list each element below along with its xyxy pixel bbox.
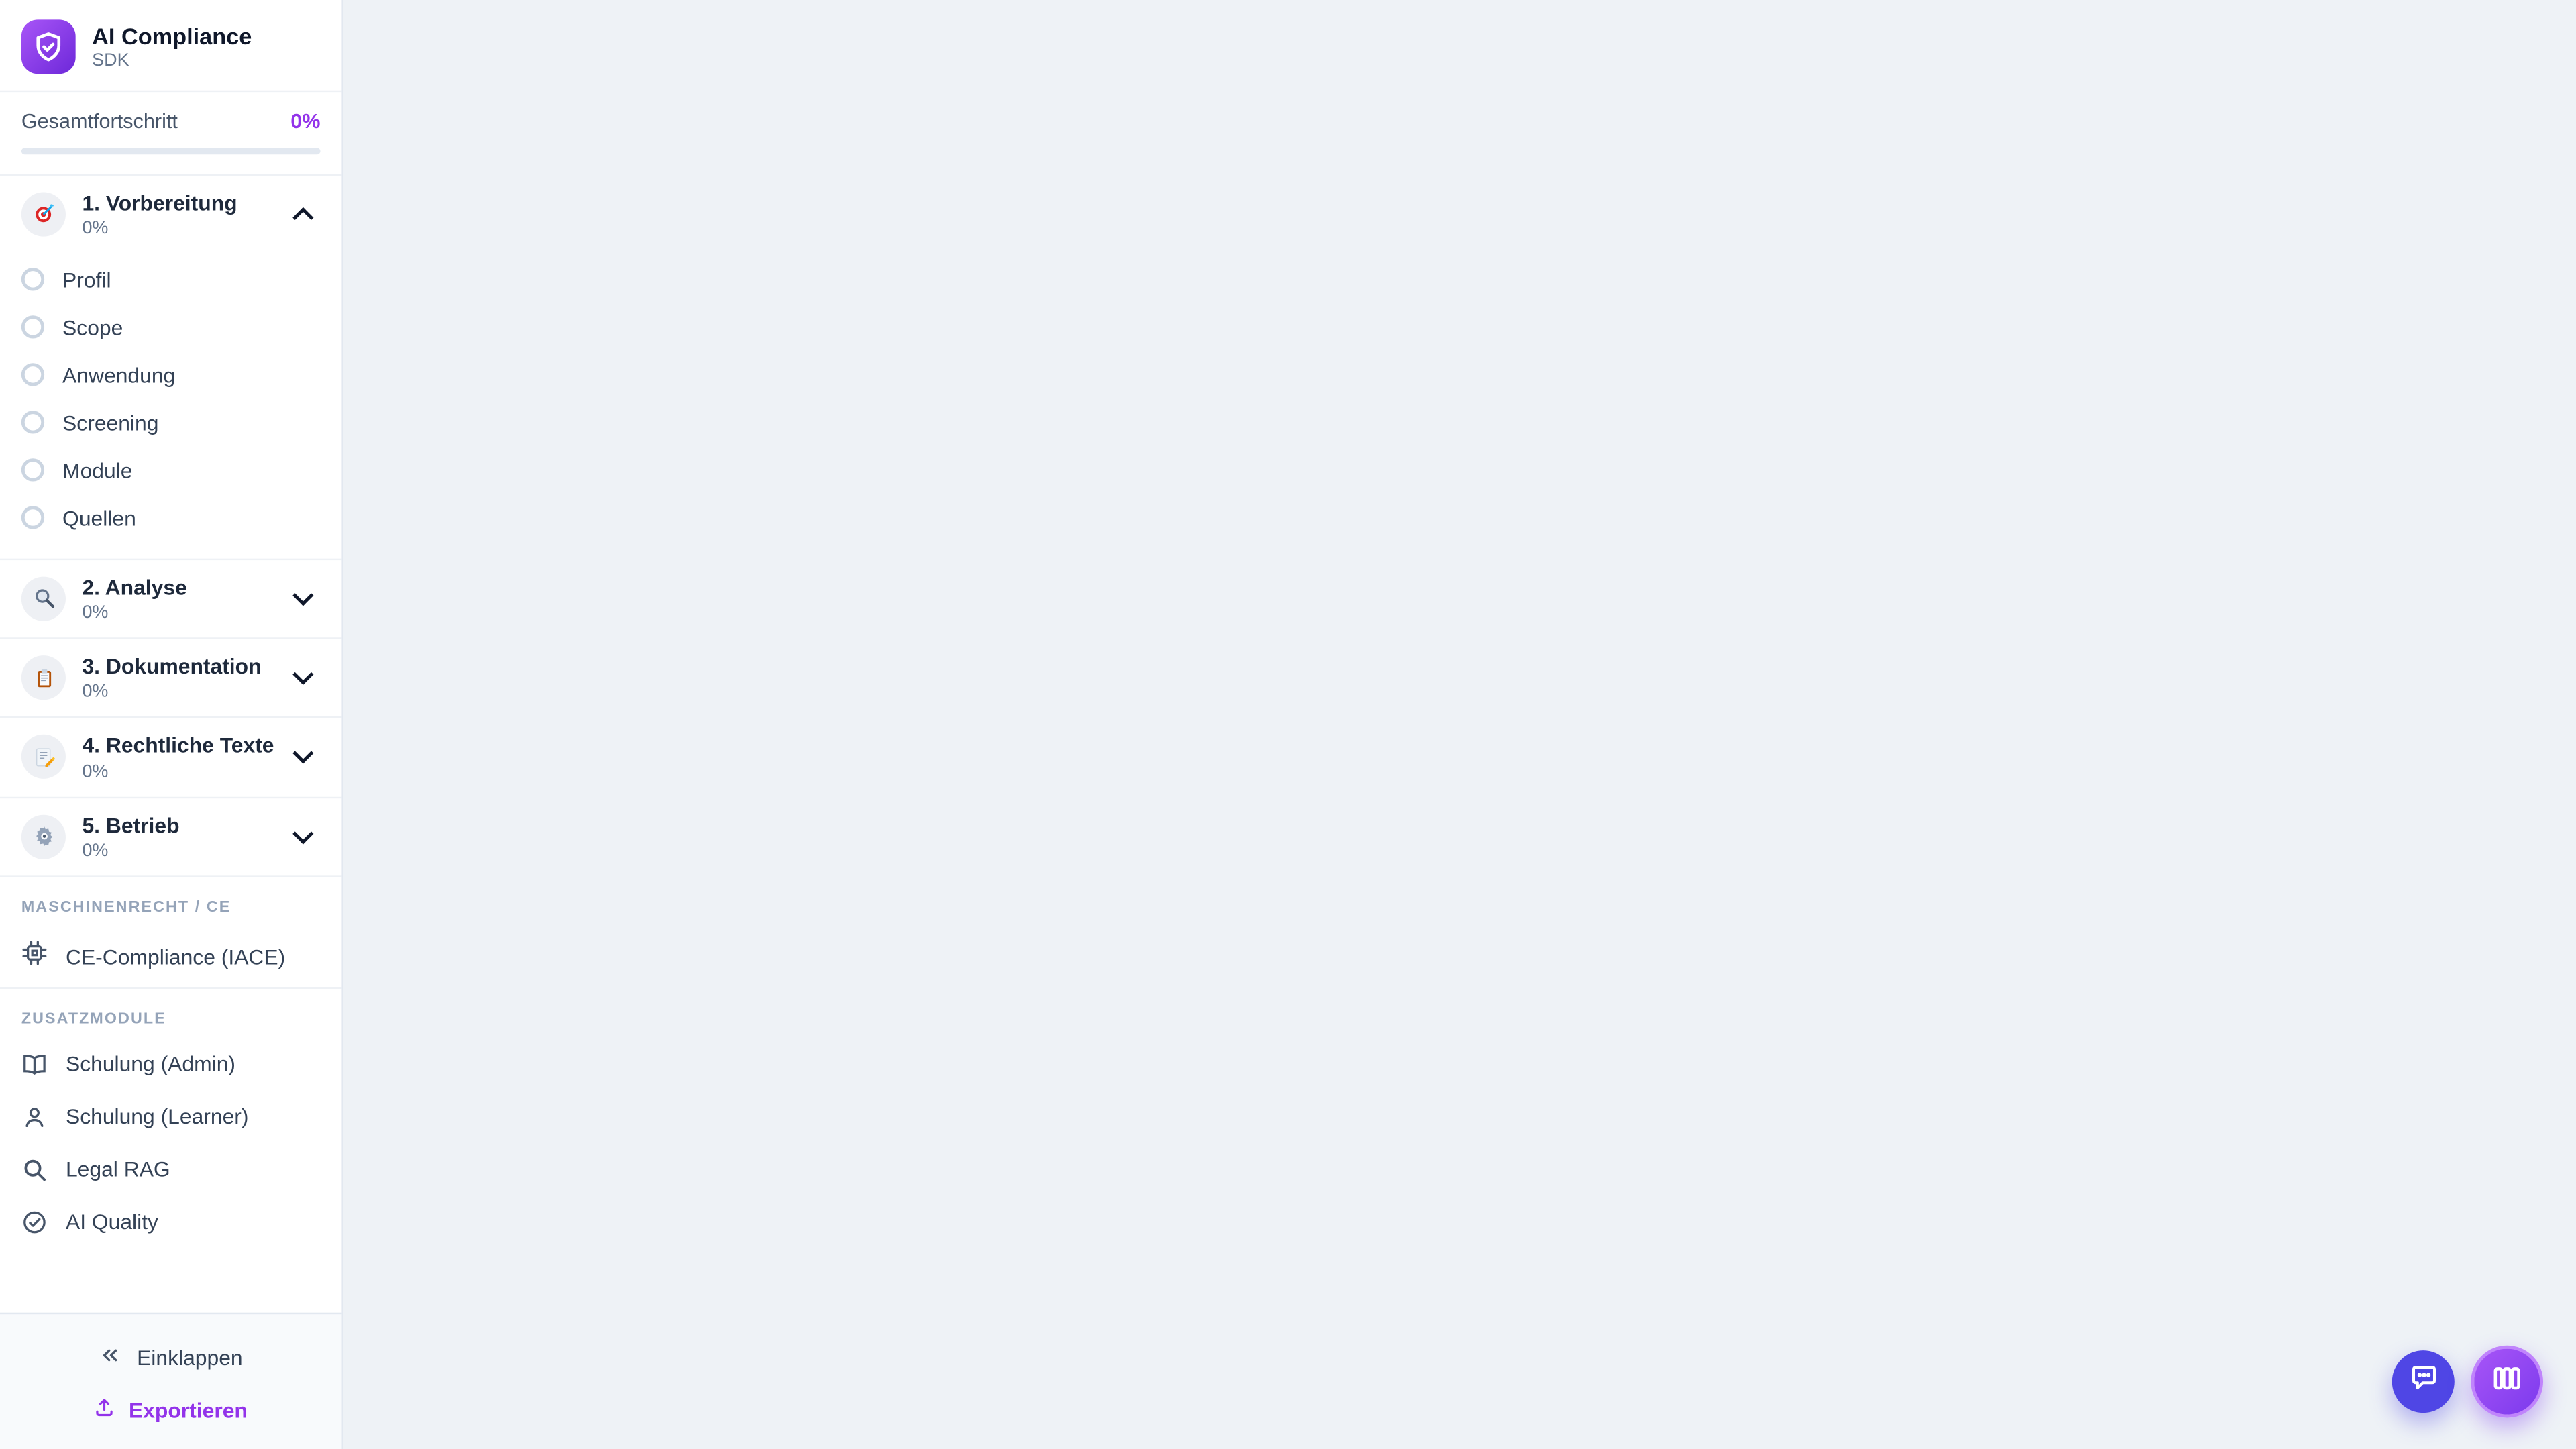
sidebar-section-header[interactable]: 3. Dokumentation 0% xyxy=(0,639,341,717)
upload-icon xyxy=(95,1397,116,1423)
overall-progress-value: 0% xyxy=(290,110,321,133)
sidebar-item-label: AI Quality xyxy=(65,1210,158,1234)
columns-icon xyxy=(2491,1361,2524,1402)
sidebar-item-label: Schulung (Admin) xyxy=(65,1051,236,1077)
sidebar-section: 5. Betrieb 0% xyxy=(0,798,342,877)
magnifier-icon xyxy=(21,576,66,621)
sidebar-item-label: Module xyxy=(62,458,133,483)
chat-bubble-icon xyxy=(2408,1362,2439,1401)
sidebar-section: 3. Dokumentation 0% xyxy=(0,639,342,718)
app-subtitle: SDK xyxy=(92,50,129,71)
overall-progress-label: Gesamtfortschritt xyxy=(21,110,178,133)
sidebar-item-scope[interactable]: Scope xyxy=(0,303,341,351)
export-label: Exportieren xyxy=(128,1397,248,1422)
person-icon xyxy=(21,1104,48,1130)
panels-button[interactable] xyxy=(2471,1345,2544,1418)
book-icon xyxy=(21,1051,48,1077)
gear-icon xyxy=(21,814,66,859)
sidebar-item-schulung-admin-[interactable]: Schulung (Admin) xyxy=(0,1038,341,1090)
sidebar-section: 4. Rechtliche Texte 0% xyxy=(0,718,342,798)
sidebar-item-ce-compliance[interactable]: CE-Compliance (IACE) xyxy=(0,926,341,987)
step-status-circle-icon xyxy=(21,268,45,292)
step-status-circle-icon xyxy=(21,458,45,482)
section-title: 4. Rechtliche Texte xyxy=(82,733,274,758)
section-progress: 0% xyxy=(82,218,109,238)
sidebar-item-ai-quality[interactable]: AI Quality xyxy=(0,1195,341,1248)
sidebar-section-header[interactable]: 5. Betrieb 0% xyxy=(0,798,341,875)
sidebar-footer: Einklappen Exportieren xyxy=(0,1312,342,1449)
cpu-icon xyxy=(21,939,48,973)
sidebar-item-module[interactable]: Module xyxy=(0,447,341,494)
section-progress: 0% xyxy=(82,682,109,702)
memo-icon xyxy=(21,735,66,780)
step-status-circle-icon xyxy=(21,411,45,435)
step-status-circle-icon xyxy=(21,315,45,339)
section-title: 3. Dokumentation xyxy=(82,653,262,679)
sidebar-section-header[interactable]: 4. Rechtliche Texte 0% xyxy=(0,718,341,796)
sidebar-item-profil[interactable]: Profil xyxy=(0,256,341,303)
gear-icon xyxy=(32,825,55,848)
chevrons-left-icon xyxy=(99,1344,122,1372)
chevron-down-icon xyxy=(292,664,314,686)
section-title: 2. Analyse xyxy=(82,574,187,600)
chevron-down-icon xyxy=(292,743,314,765)
sidebar-item-anwendung[interactable]: Anwendung xyxy=(0,351,341,398)
sidebar-item-label: CE-Compliance (IACE) xyxy=(65,944,286,969)
sidebar-item-label: Screening xyxy=(62,410,159,435)
target-icon xyxy=(21,191,66,236)
section-progress: 0% xyxy=(82,841,109,861)
overall-progress-track xyxy=(21,148,321,154)
sidebar-group-machinerecht: MASCHINENRECHT / CE xyxy=(21,898,231,916)
step-status-circle-icon xyxy=(21,363,45,387)
clipboard-icon xyxy=(32,666,55,689)
shield-check-icon xyxy=(21,19,76,74)
check-circle-icon xyxy=(21,1209,48,1235)
clipboard-icon xyxy=(21,655,66,700)
sidebar-extra-items: Schulung (Admin) Schulung (Learner) Legal … xyxy=(0,1038,341,1248)
section-progress: 0% xyxy=(82,761,109,782)
memo-icon xyxy=(32,746,55,769)
sidebar-item-label: Quellen xyxy=(62,505,136,531)
chevron-down-icon xyxy=(292,822,314,844)
sidebar-group-zusatzmodule: ZUSATZMODULE xyxy=(21,1010,166,1028)
chat-button[interactable] xyxy=(2392,1350,2455,1413)
sidebar-item-label: Anwendung xyxy=(62,362,176,388)
app-header: AI Compliance SDK xyxy=(0,0,342,93)
sidebar-item-quellen[interactable]: Quellen xyxy=(0,494,341,542)
magnifier-icon xyxy=(32,587,55,610)
chevron-up-icon xyxy=(292,206,314,228)
section-progress: 0% xyxy=(82,602,109,623)
sidebar-item-label: Schulung (Learner) xyxy=(65,1104,249,1130)
section-title: 1. Vorbereitung xyxy=(82,189,237,215)
app-title: AI Compliance xyxy=(92,23,252,50)
sidebar-item-screening[interactable]: Screening xyxy=(0,398,341,446)
section-title: 5. Betrieb xyxy=(82,812,180,837)
collapse-label: Einklappen xyxy=(137,1345,243,1371)
export-button[interactable]: Exportieren xyxy=(0,1382,341,1426)
sidebar-item-label: Profil xyxy=(62,267,111,292)
chevron-down-icon xyxy=(292,584,314,606)
sidebar-item-label: Scope xyxy=(62,315,123,340)
sidebar-section-header[interactable]: 1. Vorbereitung 0% xyxy=(0,175,341,253)
sidebar-item-legal-rag[interactable]: Legal RAG xyxy=(0,1143,341,1195)
sidebar-item-schulung-learner-[interactable]: Schulung (Learner) xyxy=(0,1091,341,1143)
sidebar-item-label: Legal RAG xyxy=(65,1157,170,1182)
step-status-circle-icon xyxy=(21,506,45,530)
search-icon xyxy=(21,1156,48,1182)
sidebar: AI Compliance SDK Gesamtfortschritt 0% 1… xyxy=(0,0,343,1449)
collapse-sidebar-button[interactable]: Einklappen xyxy=(0,1334,341,1382)
overall-progress: Gesamtfortschritt 0% xyxy=(0,92,342,175)
target-icon xyxy=(32,203,55,225)
